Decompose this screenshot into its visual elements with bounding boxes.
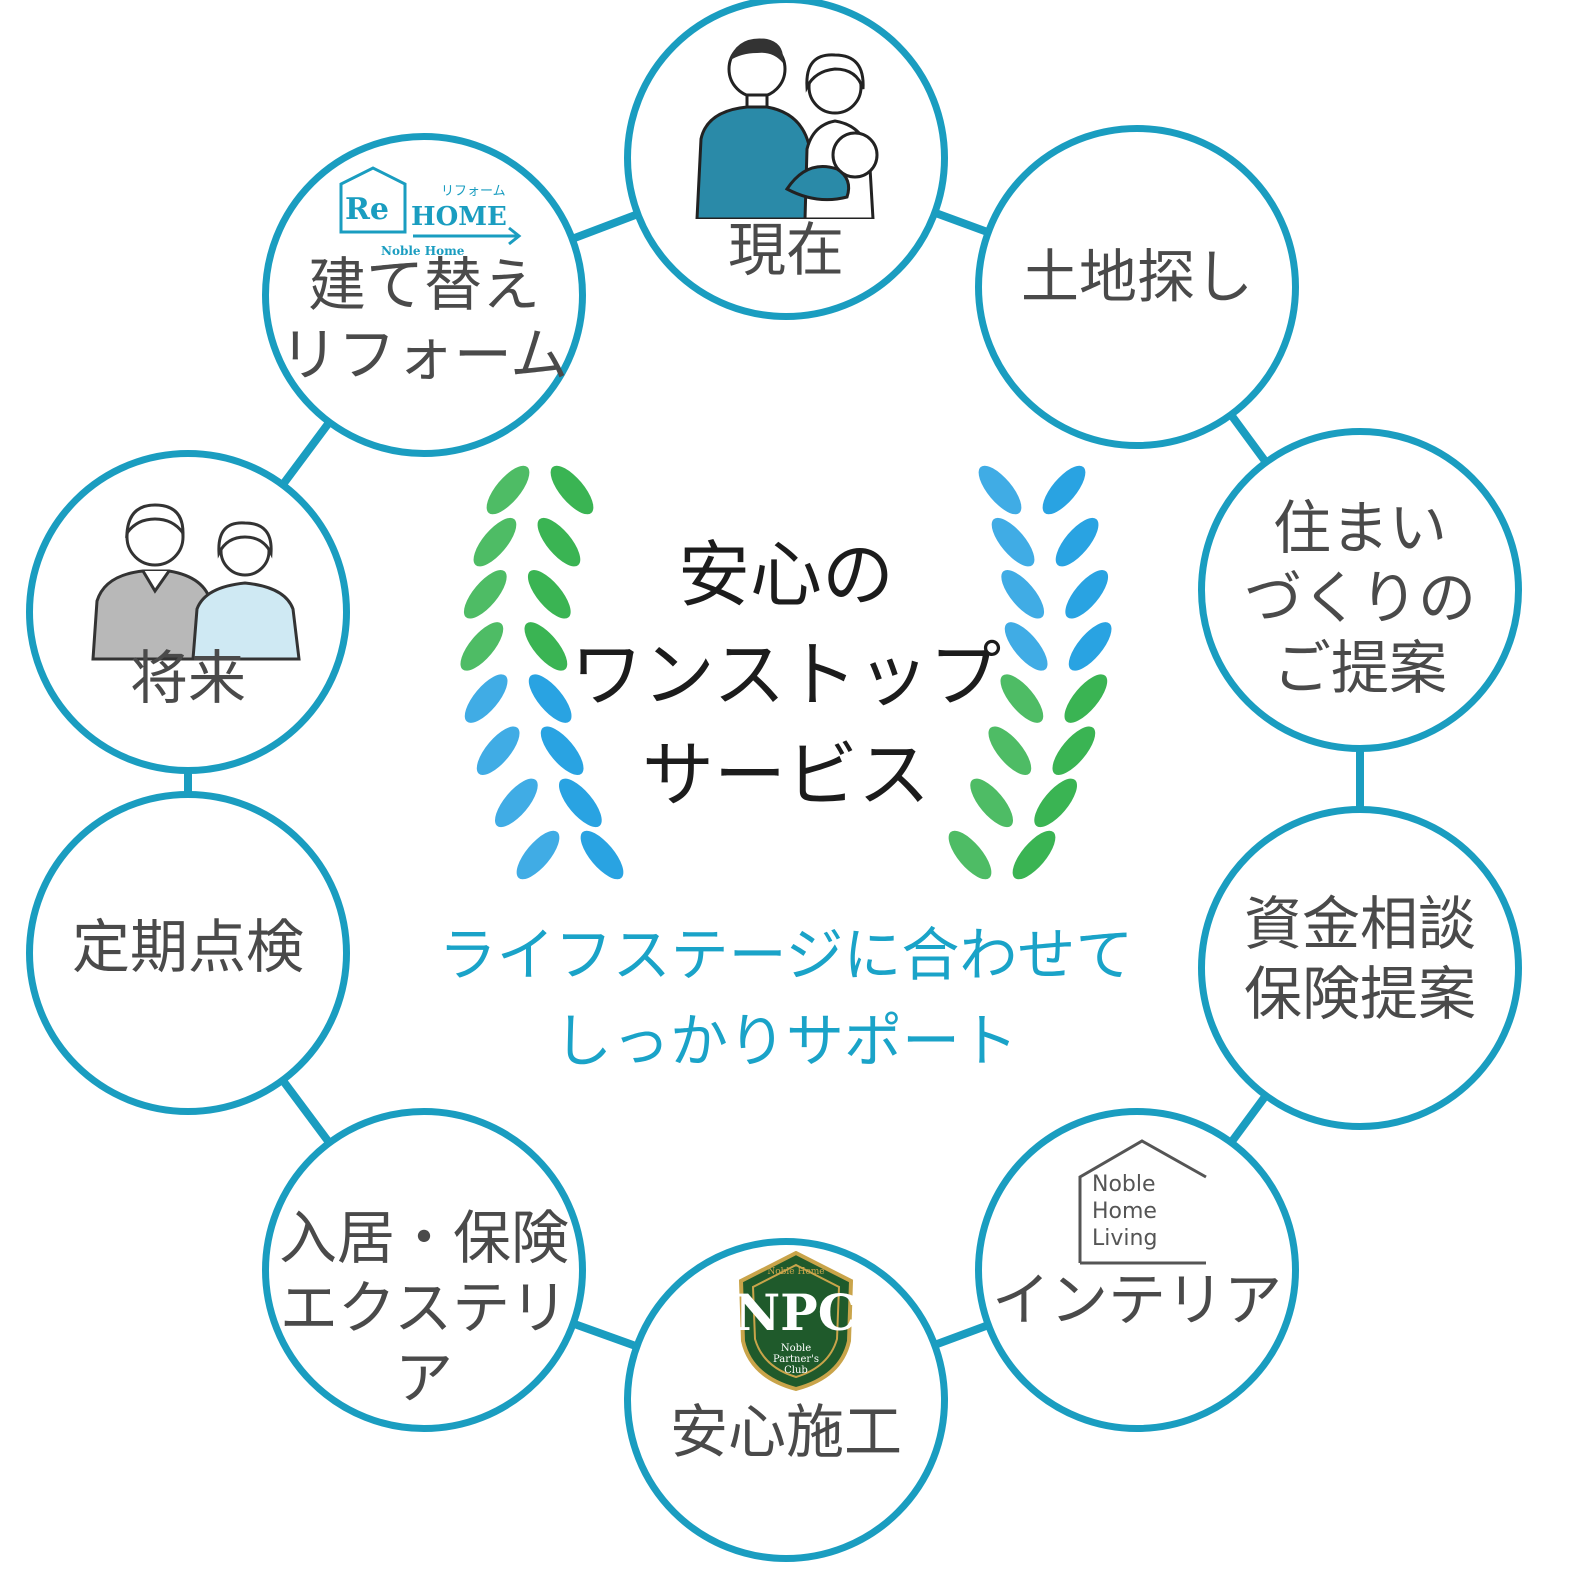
node-label: 安心施工 xyxy=(669,1398,902,1466)
node-label: 入居・保険 エクステリア xyxy=(278,1204,569,1412)
node-land-search: 土地探し xyxy=(975,125,1299,449)
laurel-leaf xyxy=(486,465,530,515)
node-safe-construction: Noble Home NPC Noble Partner's Club 安心施工 xyxy=(624,1238,948,1562)
laurel-leaf xyxy=(494,778,538,828)
npc-emblem-icon xyxy=(738,1251,854,1391)
noble-home-living-logo-icon xyxy=(1078,1139,1207,1265)
laurel-leaf xyxy=(580,830,624,880)
node-label: 将来 xyxy=(129,644,246,712)
laurel-leaf xyxy=(948,830,992,880)
node-label: 土地探し xyxy=(1020,243,1253,311)
laurel-leaf xyxy=(970,778,1014,828)
elderly-couple-illustration-icon xyxy=(91,503,301,661)
laurel-leaf xyxy=(1052,726,1096,775)
node-future: 将来 xyxy=(26,450,350,774)
npc-main-text: NPC xyxy=(734,1283,858,1342)
npc-sub3-text: Club xyxy=(784,1365,808,1376)
laurel-leaf xyxy=(1055,517,1099,567)
laurel-leaf xyxy=(516,830,560,880)
npc-sub2-text: Partner's xyxy=(772,1354,820,1365)
laurel-leaf xyxy=(473,517,517,567)
laurel-leaf xyxy=(463,570,507,619)
laurel-leaf xyxy=(1034,778,1078,828)
node-label: 定期点検 xyxy=(71,913,304,981)
laurel-leaf xyxy=(558,778,602,828)
laurel-leaf xyxy=(528,674,572,723)
laurel-leaf xyxy=(1065,570,1109,619)
rehome-home-text: HOME xyxy=(411,202,507,232)
laurel-leaf xyxy=(550,465,594,515)
rehome-brand-text: Noble Home xyxy=(381,244,465,258)
laurel-leaf xyxy=(991,517,1035,567)
npc-sub1-text: Noble xyxy=(780,1343,812,1354)
node-move-in-exterior: 入居・保険 エクステリア xyxy=(262,1108,586,1432)
family-illustration-icon xyxy=(695,38,879,219)
laurel-leaf xyxy=(540,726,584,775)
node-label: 現在 xyxy=(727,216,844,284)
laurel-leaf xyxy=(1001,570,1045,619)
node-interior: Noble Home Living インテリア xyxy=(975,1108,1299,1432)
node-label: 建て替え リフォーム xyxy=(279,251,569,389)
center-subtitle: ライフステージに合わせて しっかりサポート xyxy=(438,921,1134,1075)
laurel-leaf xyxy=(1004,622,1048,671)
rehome-logo-icon xyxy=(339,166,522,246)
laurel-leaf xyxy=(464,674,508,723)
laurel-leaf xyxy=(460,622,504,671)
laurel-leaf xyxy=(476,726,520,775)
laurel-leaf xyxy=(1064,674,1108,723)
rehome-re-text: Re xyxy=(345,192,390,227)
node-label: 住まい づくりの ご提案 xyxy=(1243,494,1476,702)
noble-home-living-logo-text: Noble Home Living xyxy=(1092,1172,1158,1251)
laurel-leaf xyxy=(1012,830,1056,880)
center-title: 安心の ワンストップ サービス xyxy=(570,533,1002,817)
laurel-leaf xyxy=(537,517,581,567)
node-regular-inspection: 定期点検 xyxy=(26,791,350,1115)
npc-top-text: Noble Home xyxy=(767,1267,825,1277)
node-label: インテリア xyxy=(991,1266,1282,1334)
node-present: 現在 xyxy=(624,0,948,320)
node-label: 資金相談 保険提案 xyxy=(1243,890,1476,1028)
laurel-leaf xyxy=(524,622,568,671)
laurel-leaf xyxy=(1068,622,1112,671)
node-home-proposal: 住まい づくりの ご提案 xyxy=(1198,428,1522,752)
laurel-leaf xyxy=(978,465,1022,515)
rehome-kana-text: リフォーム xyxy=(441,184,506,199)
laurel-leaf xyxy=(1000,674,1044,723)
node-rebuild-reform: Re HOME リフォーム Noble Home 建て替え リフォーム xyxy=(262,133,586,457)
node-finance: 資金相談 保険提案 xyxy=(1198,806,1522,1130)
laurel-leaf xyxy=(527,570,571,619)
laurel-leaf xyxy=(988,726,1032,775)
laurel-leaf xyxy=(1042,465,1086,515)
